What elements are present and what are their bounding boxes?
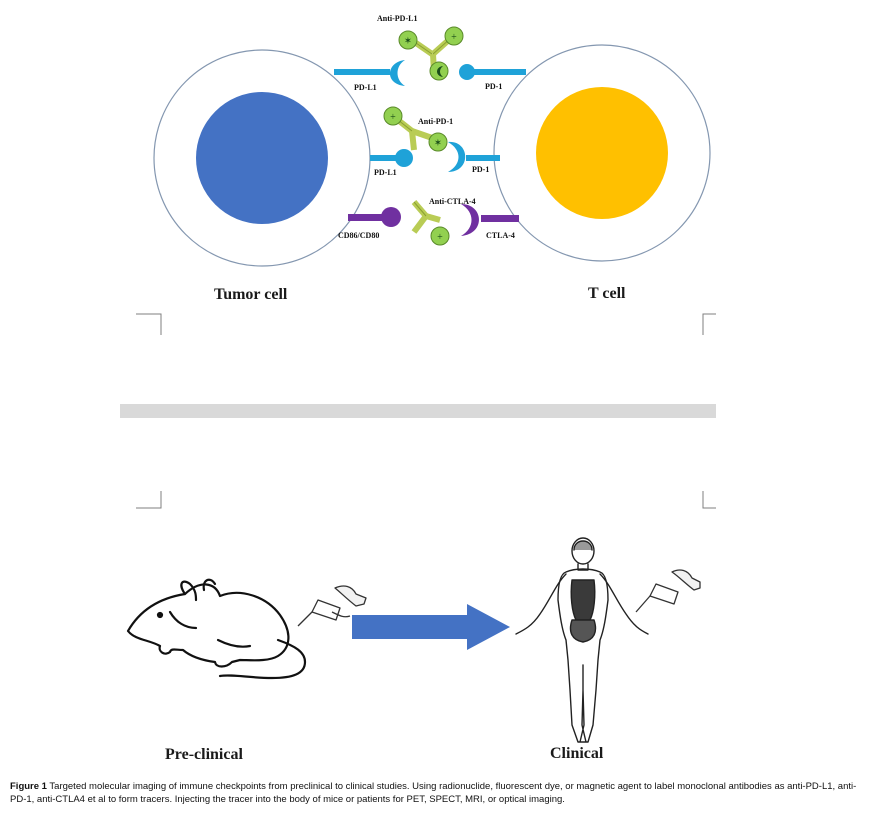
svg-text:+: +	[390, 112, 396, 123]
label-t-cell: T cell	[588, 285, 626, 302]
label-anti-pd-l1: Anti-PD-L1	[377, 14, 417, 23]
cd86-cd80-receptor	[348, 207, 401, 227]
pd-l1-receptor-top	[334, 60, 405, 86]
crop-mark	[702, 491, 716, 509]
label-pd-1-middle: PD-1	[472, 165, 489, 174]
label-anti-ctla-4: Anti-CTLA-4	[429, 197, 476, 206]
page-separator	[120, 404, 716, 418]
label-anti-pd-1: Anti-PD-1	[418, 117, 453, 126]
t-cell	[493, 44, 711, 262]
label-pd-1-top: PD-1	[485, 82, 502, 91]
label-pd-l1-top: PD-L1	[354, 83, 377, 92]
tracer-icon: ✶	[428, 132, 448, 152]
ctla-4-receptor	[461, 204, 519, 236]
svg-text:+: +	[451, 32, 457, 43]
svg-text:✶: ✶	[434, 138, 442, 149]
anti-ctla-4-antibody	[411, 200, 441, 234]
label-clinical: Clinical	[550, 745, 604, 762]
tracer-icon: +	[430, 226, 450, 246]
syringe-hand-icon-right	[635, 569, 701, 613]
label-pre-clinical: Pre-clinical	[165, 746, 243, 763]
t-cell-nucleus	[536, 87, 668, 219]
svg-text:✶: ✶	[404, 36, 412, 47]
crop-mark	[136, 313, 162, 335]
syringe-hand-icon-left	[297, 585, 367, 627]
crop-mark	[136, 491, 162, 509]
pd-1-receptor-top	[459, 64, 526, 80]
label-cd86-cd80: CD86/CD80	[338, 231, 379, 240]
tracer-icon	[429, 61, 449, 81]
svg-text:+: +	[437, 232, 443, 243]
tumor-cell	[153, 49, 371, 267]
human-illustration	[515, 537, 649, 743]
label-ctla-4: CTLA-4	[486, 231, 515, 240]
tumor-cell-nucleus	[196, 92, 328, 224]
progression-arrow	[352, 604, 510, 650]
label-tumor-cell: Tumor cell	[214, 286, 288, 303]
tracer-icon: +	[444, 26, 464, 46]
figure-caption: Figure 1 Targeted molecular imaging of i…	[10, 781, 868, 806]
mouse-illustration	[126, 578, 307, 680]
pd-1-receptor-middle	[448, 141, 500, 172]
tracer-icon: ✶	[398, 30, 418, 50]
caption-label: Figure 1	[10, 781, 47, 792]
caption-text: Targeted molecular imaging of immune che…	[10, 781, 857, 805]
tracer-icon: +	[383, 106, 403, 126]
pd-l1-receptor-middle	[370, 149, 413, 167]
crop-mark	[702, 313, 716, 335]
label-pd-l1-middle: PD-L1	[374, 168, 397, 177]
